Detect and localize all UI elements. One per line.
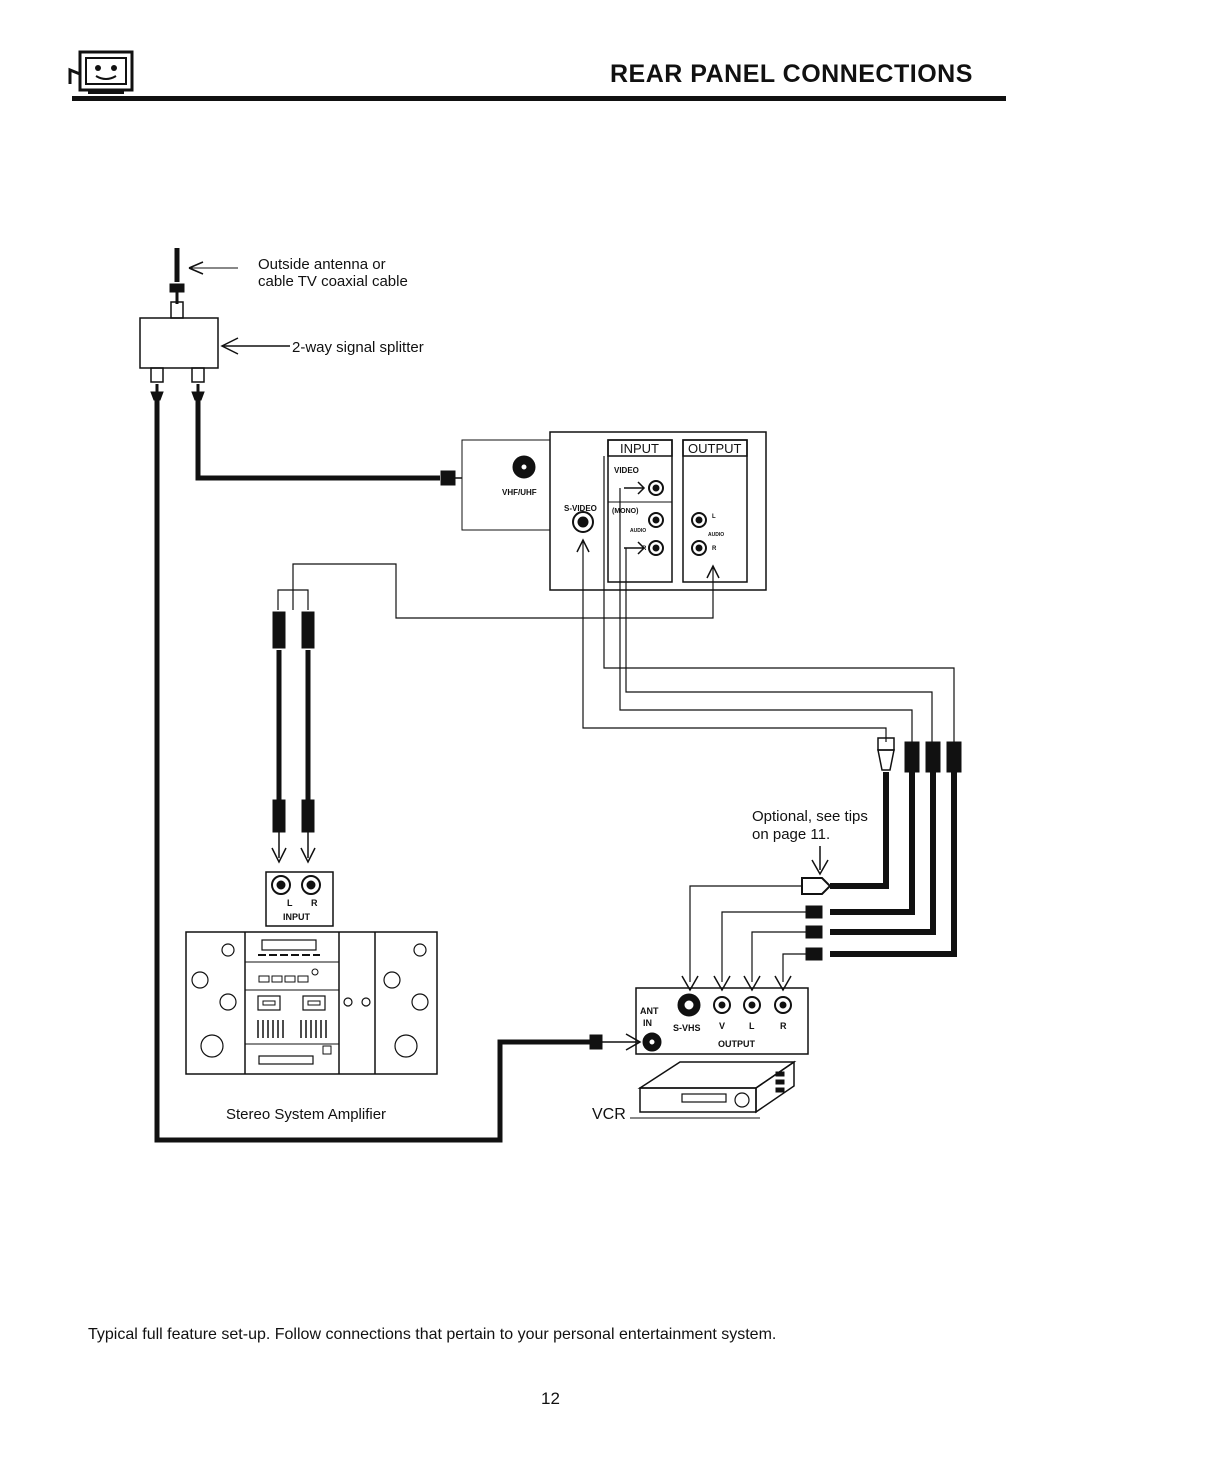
vcr-ant-label: ANT — [640, 1006, 659, 1016]
optional-note-line2: on page 11. — [752, 826, 831, 843]
antenna-label-line1: Outside antenna or — [258, 256, 386, 273]
vcr-caption: VCR — [592, 1106, 626, 1123]
tv-output-header: OUTPUT — [688, 441, 742, 456]
vcr-svhs-label: S-VHS — [673, 1023, 701, 1033]
tv-mascot-icon — [68, 50, 134, 94]
optional-note-line1: Optional, see tips — [752, 808, 868, 825]
tv-video-label: VIDEO — [614, 466, 639, 475]
tv-input-header: INPUT — [620, 441, 659, 456]
vcr-in-label: IN — [643, 1018, 652, 1028]
stereo-l-label: L — [287, 898, 293, 908]
splitter-label: 2-way signal splitter — [292, 339, 424, 356]
antenna-label-line2: cable TV coaxial cable — [258, 273, 408, 290]
vcr-l-label: L — [749, 1021, 755, 1031]
vcr-v-label: V — [719, 1021, 726, 1031]
tv-input-r-label: R — [642, 546, 647, 552]
tv-output-r-label: R — [712, 546, 717, 552]
header-rule — [72, 96, 1006, 101]
tv-output-l-label: L — [712, 514, 716, 520]
stereo-caption: Stereo System Amplifier — [226, 1106, 387, 1123]
figure-caption: Typical full feature set-up. Follow conn… — [88, 1326, 777, 1343]
tv-s-video-label: S-VIDEO — [564, 504, 597, 513]
stereo-input-label: INPUT — [283, 912, 310, 922]
vcr-r-label: R — [780, 1021, 787, 1031]
stereo-r-label: R — [311, 898, 318, 908]
tv-audio-output-label: AUDIO — [708, 532, 725, 538]
vcr-output-label: OUTPUT — [718, 1039, 755, 1049]
vhf-uhf-label: VHF/UHF — [502, 488, 537, 497]
page-number: 12 — [541, 1389, 560, 1408]
page-title: REAR PANEL CONNECTIONS — [610, 60, 973, 88]
tv-mono-label: (MONO) — [612, 508, 639, 515]
tv-audio-input-label: AUDIO — [630, 528, 647, 534]
